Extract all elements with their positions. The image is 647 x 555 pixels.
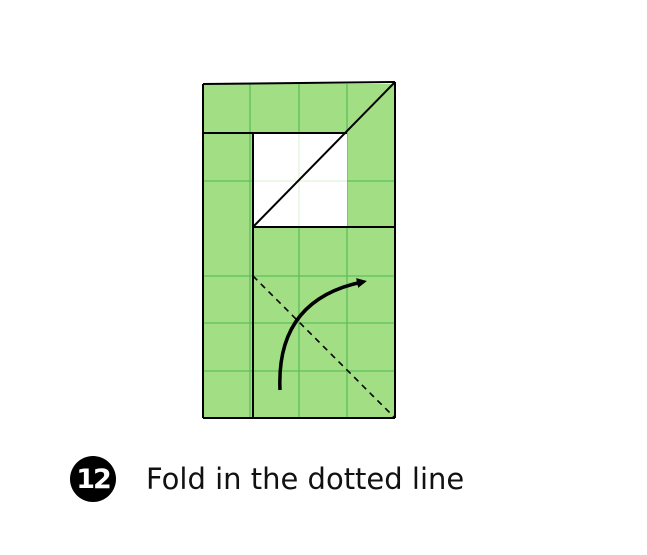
step-number-badge: 12 xyxy=(70,456,116,502)
step-instruction: Fold in the dotted line xyxy=(146,461,465,496)
dotted-fold-line xyxy=(252,275,396,419)
fold-outlines xyxy=(202,81,396,419)
origami-diagram xyxy=(202,81,396,419)
step-caption: 12 Fold in the dotted line xyxy=(70,456,464,502)
fold-arrow-icon xyxy=(278,278,367,391)
